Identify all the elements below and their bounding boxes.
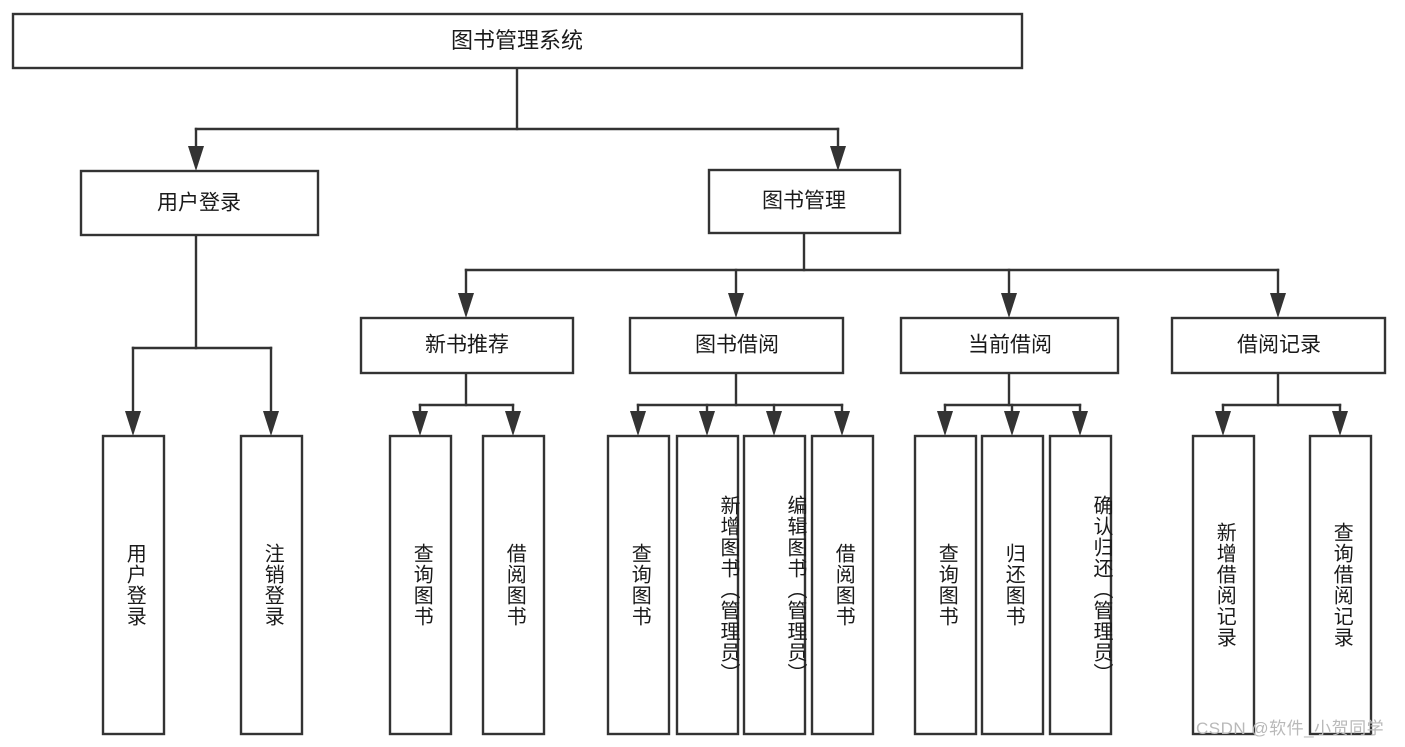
node-book-borrow-label: 图书借阅 [695,334,779,357]
node-borrow-record[interactable]: 借阅记录 [1170,316,1387,375]
node-leaf-edit-book[interactable] [742,434,807,736]
node-current-borrow[interactable]: 当前借阅 [899,316,1120,375]
node-root-label: 图书管理系统 [451,28,583,53]
node-user-login[interactable]: 用户登录 [79,169,320,237]
node-root[interactable]: 图书管理系统 [11,12,1024,70]
node-leaf-query-record[interactable] [1308,434,1373,736]
node-new-book-recommend-label: 新书推荐 [425,334,509,357]
node-leaf-query-book-2[interactable] [606,434,671,736]
node-leaf-add-record[interactable] [1191,434,1256,736]
node-book-borrow[interactable]: 图书借阅 [628,316,845,375]
node-leaf-borrow-book-2[interactable] [810,434,875,736]
node-leaf-borrow-book-1[interactable] [481,434,546,736]
connector-bookborrow-to-leaves [630,371,850,436]
connector-root-to-level1 [188,66,846,171]
node-current-borrow-label: 当前借阅 [968,334,1052,357]
connector-userlogin-to-leaves [125,233,279,436]
connector-borrowrecord-to-leaves [1215,371,1348,436]
node-book-manage-label: 图书管理 [762,190,846,213]
node-leaf-add-book[interactable] [675,434,740,736]
node-new-book-recommend[interactable]: 新书推荐 [359,316,575,375]
csdn-watermark: CSDN @软件_小贺同学 [1196,719,1385,738]
node-leaf-confirm-return[interactable] [1048,434,1113,736]
connector-bookmanage-to-level2 [458,231,1286,318]
connector-currentborrow-to-leaves [937,371,1088,436]
node-leaf-query-book-1[interactable] [388,434,453,736]
node-leaf-query-book-3[interactable] [913,434,978,736]
node-borrow-record-label: 借阅记录 [1237,334,1321,357]
node-leaf-return-book[interactable] [980,434,1045,736]
connector-newbook-to-leaves [412,371,521,436]
node-leaf-user-login[interactable] [101,434,166,736]
node-leaf-logout-login[interactable] [239,434,304,736]
node-book-manage[interactable]: 图书管理 [707,168,902,235]
node-user-login-label: 用户登录 [157,192,241,215]
